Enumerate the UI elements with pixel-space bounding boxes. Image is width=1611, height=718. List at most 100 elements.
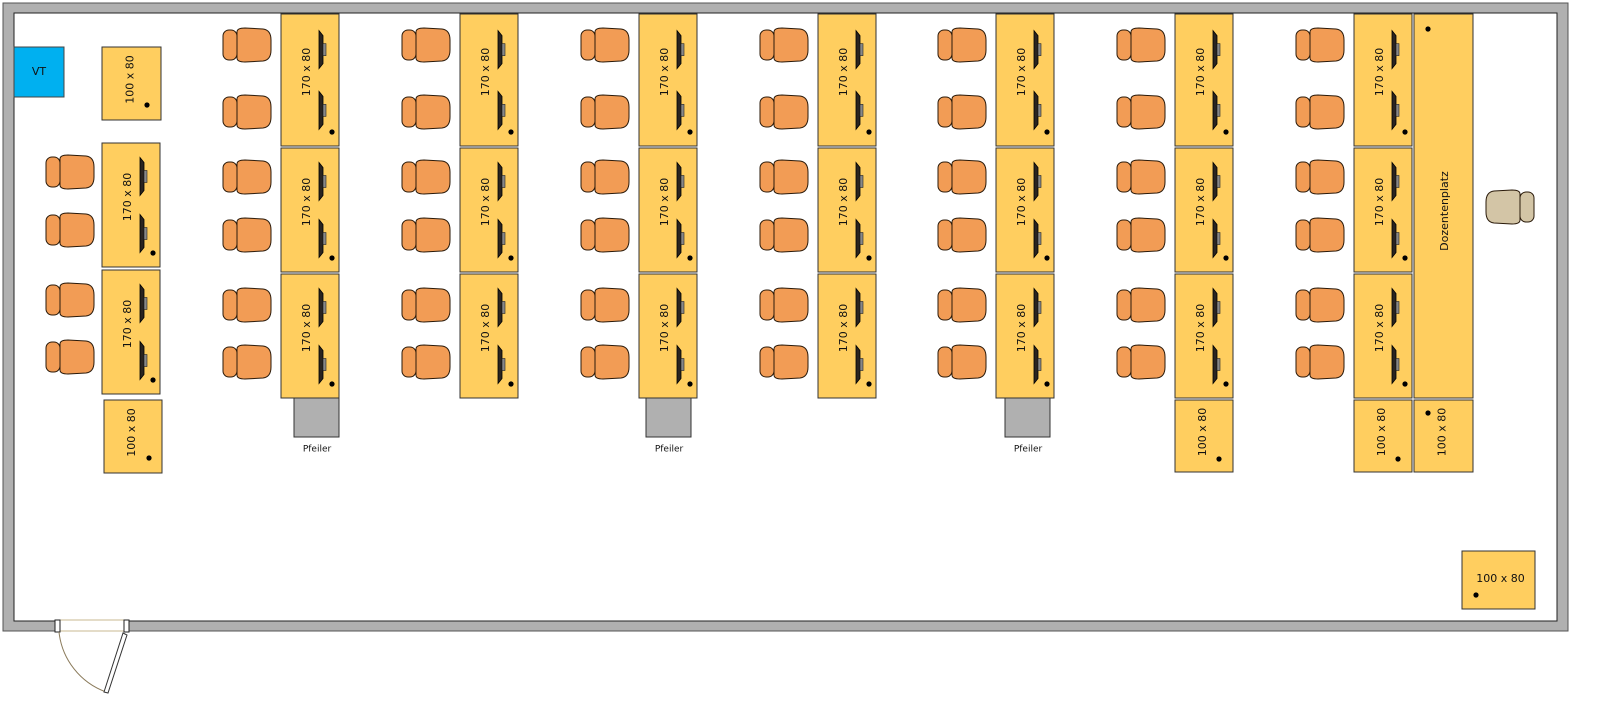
desk-170x80[interactable]: 170 x 80: [1174, 273, 1234, 399]
desk-size-label: 100 x 80: [125, 408, 138, 457]
monitor-stand: [322, 301, 327, 314]
chair-backrest: [937, 161, 953, 193]
desk-170x80[interactable]: 170 x 80: [995, 13, 1055, 147]
pillar-block: [293, 397, 340, 438]
chair-backrest: [759, 161, 775, 193]
desk-170x80[interactable]: 170 x 80: [459, 147, 519, 273]
chair-icon: [222, 287, 272, 323]
chair-icon: [759, 344, 809, 380]
desk-170x80[interactable]: 170 x 80: [995, 273, 1055, 399]
desk-surface: [817, 13, 877, 147]
desk-170x80[interactable]: 170 x 80: [995, 147, 1055, 273]
chair-icon: [45, 154, 95, 190]
desk-surface: [1174, 273, 1234, 399]
monitor-icon: [855, 287, 864, 328]
chair-icon: [45, 282, 95, 318]
desk-size-label: 170 x 80: [1015, 304, 1028, 353]
monitor-screen: [318, 90, 324, 131]
desk-100x80[interactable]: 100 x 80: [103, 399, 163, 474]
desk-100x80[interactable]: 100 x 80: [101, 46, 162, 121]
desk-size-label: 170 x 80: [658, 304, 671, 353]
desk-170x80[interactable]: 170 x 80: [280, 13, 340, 147]
desk-surface: [103, 399, 163, 474]
desk-size-label: 170 x 80: [479, 178, 492, 227]
desk-surface: [1461, 550, 1536, 610]
chair-backrest: [759, 29, 775, 61]
monitor-icon: [676, 218, 685, 259]
chair-icon: [222, 217, 272, 253]
desk-170x80[interactable]: 170 x 80: [1174, 13, 1234, 147]
desk-170x80[interactable]: 170 x 80: [101, 142, 161, 268]
chair-seat: [1130, 27, 1166, 63]
desk-170x80[interactable]: 170 x 80: [1353, 273, 1413, 399]
lecturer-desk[interactable]: Dozentenplatz: [1413, 13, 1474, 399]
pillar-block: [1004, 397, 1051, 438]
desk-170x80[interactable]: 170 x 80: [101, 269, 161, 395]
monitor-icon: [676, 29, 685, 70]
monitor-stand: [501, 232, 506, 245]
desk-size-label: 170 x 80: [837, 304, 850, 353]
chair-icon: [45, 339, 95, 375]
monitor-screen: [1033, 287, 1039, 328]
chair-seat: [773, 287, 809, 323]
monitor-stand: [1037, 232, 1042, 245]
chair-seat: [951, 94, 987, 130]
desk-100x80[interactable]: 100 x 80: [1353, 399, 1413, 473]
monitor-stand: [1037, 358, 1042, 371]
monitor-icon: [1033, 287, 1042, 328]
chair-icon: [937, 27, 987, 63]
door[interactable]: [54, 619, 130, 694]
desk-170x80[interactable]: 170 x 80: [638, 273, 698, 399]
monitor-icon: [1033, 29, 1042, 70]
monitor-screen: [676, 29, 682, 70]
monitor-stand: [859, 232, 864, 245]
chair-icon: [937, 159, 987, 195]
monitor-stand: [680, 232, 685, 245]
monitor-stand: [501, 175, 506, 188]
chair-backrest: [401, 219, 417, 251]
monitor-stand: [1395, 175, 1400, 188]
desk-170x80[interactable]: 170 x 80: [638, 147, 698, 273]
desk-size-label: 170 x 80: [121, 173, 134, 222]
desk-170x80[interactable]: 170 x 80: [1353, 13, 1413, 147]
desk-170x80[interactable]: 170 x 80: [638, 13, 698, 147]
desk-100x80[interactable]: 100 x 80: [1461, 550, 1536, 610]
desk-100x80[interactable]: 100 x 80: [1413, 399, 1474, 473]
chair-seat: [236, 27, 272, 63]
chair-backrest: [1295, 219, 1311, 251]
monitor-stand: [322, 43, 327, 56]
monitor-stand: [680, 175, 685, 188]
desk-170x80[interactable]: 170 x 80: [280, 273, 340, 399]
chair-backrest: [580, 219, 596, 251]
desk-170x80[interactable]: 170 x 80: [459, 13, 519, 147]
desk-surface: [638, 147, 698, 273]
chair-backrest: [401, 96, 417, 128]
monitor-screen: [1391, 287, 1397, 328]
chair-backrest: [45, 156, 61, 188]
desk-170x80[interactable]: 170 x 80: [817, 147, 877, 273]
chair-icon: [401, 94, 451, 130]
desk-170x80[interactable]: 170 x 80: [1174, 147, 1234, 273]
chair-icon: [401, 287, 451, 323]
chair-icon: [45, 212, 95, 248]
desk-170x80[interactable]: 170 x 80: [280, 147, 340, 273]
monitor-screen: [1033, 90, 1039, 131]
chair-seat: [236, 344, 272, 380]
monitor-icon: [855, 90, 864, 131]
chair-seat: [951, 27, 987, 63]
chair-backrest: [580, 289, 596, 321]
desk-100x80[interactable]: 100 x 80: [1174, 399, 1234, 473]
monitor-stand: [143, 354, 148, 367]
monitor-screen: [1033, 218, 1039, 259]
monitor-icon: [1391, 90, 1400, 131]
vt-box[interactable]: VT: [13, 46, 65, 98]
chair-icon: [580, 344, 630, 380]
desk-170x80[interactable]: 170 x 80: [817, 13, 877, 147]
desk-170x80[interactable]: 170 x 80: [459, 273, 519, 399]
monitor-screen: [1212, 344, 1218, 385]
chair-icon: [1116, 94, 1166, 130]
chair-seat: [773, 344, 809, 380]
desk-170x80[interactable]: 170 x 80: [1353, 147, 1413, 273]
chair-backrest: [759, 346, 775, 378]
desk-170x80[interactable]: 170 x 80: [817, 273, 877, 399]
